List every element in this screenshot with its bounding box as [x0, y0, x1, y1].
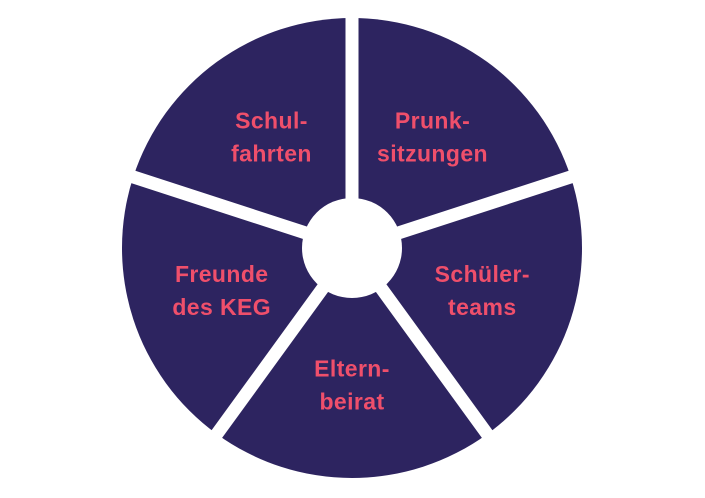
center-hub: [302, 198, 402, 298]
segment-label-line: Schul-: [235, 108, 308, 134]
segment-label-line: Eltern-: [314, 356, 390, 382]
segment-label-line: sitzungen: [377, 141, 488, 167]
segment-label-line: des KEG: [172, 294, 271, 320]
segment-label-freunde-des-keg: Freunde des KEG: [172, 261, 271, 320]
segment-label-elternbeirat: Eltern-beirat: [314, 356, 390, 415]
segment-label-schuelerteams: Schüler-teams: [435, 261, 530, 320]
segment-separator: [373, 281, 496, 443]
segment-label-line: teams: [448, 294, 516, 320]
segment-separator: [393, 168, 579, 240]
segment-schuelerteams: [352, 176, 582, 435]
segment-freunde-des-keg: [122, 176, 353, 435]
segment-label-line: Freunde: [175, 261, 269, 287]
segment-label-prunksitzungen: Prunk-sitzungen: [377, 108, 488, 167]
segment-elternbeirat: [216, 248, 488, 478]
segment-label-line: Prunk-: [395, 108, 470, 134]
segment-label-line: fahrten: [231, 141, 312, 167]
segment-label-schulfahrten: Schul-fahrten: [231, 108, 312, 167]
segment-label-line: Schüler-: [435, 261, 530, 287]
labels-layer: Schul-fahrten Prunk-sitzungenSchüler-team…: [172, 108, 530, 415]
segment-separator: [208, 281, 331, 443]
segment-separator: [125, 168, 311, 240]
segment-label-line: beirat: [319, 389, 384, 415]
separators-layer: [125, 12, 579, 443]
